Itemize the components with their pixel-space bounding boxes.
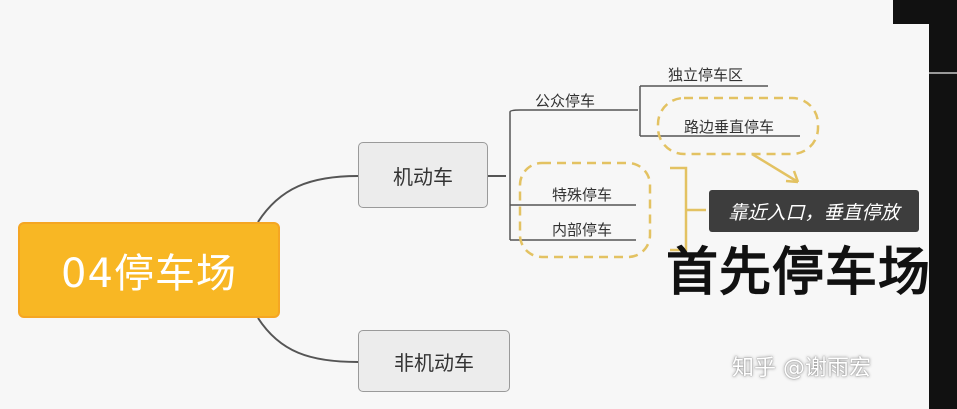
leaf-public-parking[interactable]: 公众停车	[535, 92, 596, 110]
frame-right-edge	[929, 0, 957, 409]
highlight-special-internal	[518, 161, 652, 259]
branch-motor-label: 机动车	[393, 164, 453, 189]
frame-divider	[929, 72, 957, 74]
branch-motor-vehicle[interactable]: 机动车	[358, 142, 488, 208]
leaf-roadside-vertical[interactable]: 路边垂直停车	[684, 118, 775, 136]
root-node[interactable]: 04停车场	[18, 222, 280, 318]
callout-text: 靠近入口，垂直停放	[728, 201, 900, 224]
connector-public	[509, 109, 622, 113]
callout-note: 靠近入口，垂直停放	[709, 190, 919, 232]
watermark: 知乎 @谢雨宏	[732, 356, 871, 381]
connector-root-nonmotor	[257, 317, 359, 363]
branch-non-motor-vehicle[interactable]: 非机动车	[358, 330, 510, 392]
leaf-standalone-area[interactable]: 独立停车区	[668, 66, 744, 84]
leaf-internal-parking[interactable]: 内部停车	[552, 221, 613, 239]
connector-root-motor	[257, 175, 359, 223]
branch-nonmotor-label: 非机动车	[394, 350, 474, 375]
big-title: 首先停车场	[666, 243, 932, 303]
highlight-roadside	[656, 96, 820, 156]
leaf-special-parking[interactable]: 特殊停车	[552, 186, 613, 204]
root-label: 04停车场	[61, 251, 237, 297]
arrow-line	[751, 152, 799, 184]
arrow-head	[785, 170, 800, 184]
